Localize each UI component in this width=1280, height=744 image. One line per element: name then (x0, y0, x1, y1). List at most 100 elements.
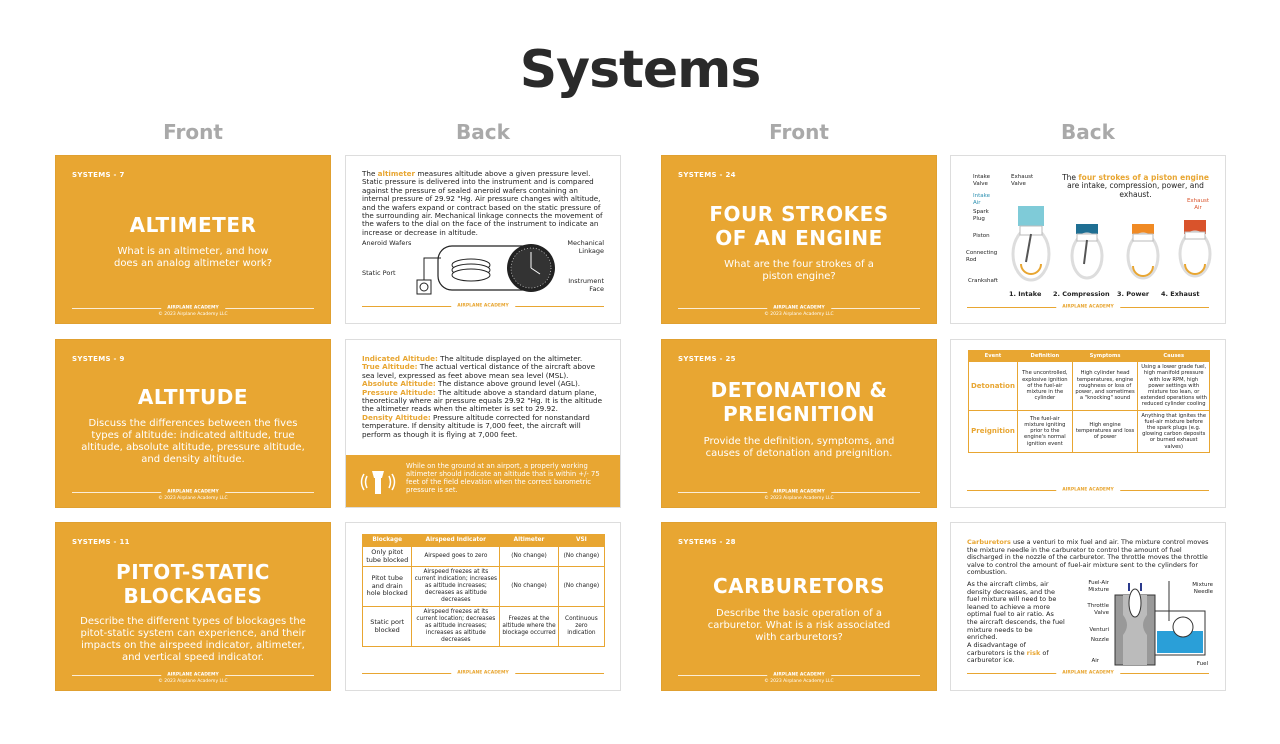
footer-rule: AIRPLANE ACADEMY (967, 670, 1209, 676)
footer-rule: AIRPLANE ACADEMY (362, 670, 604, 676)
column-header-front: Front (163, 120, 223, 144)
label-throttle-valve: Throttle Valve (1087, 603, 1109, 616)
footer-rule: AIRPLANE ACADEMY (967, 487, 1209, 493)
label-fuel-air-mixture: Fuel-Air Mixture (1088, 580, 1109, 593)
control-tower-icon (360, 471, 396, 494)
brand-logo: AIRPLANE ACADEMY (767, 672, 831, 678)
label-fuel: Fuel (1196, 661, 1208, 667)
label-exhaust-valve: Exhaust Valve (1011, 174, 1034, 187)
def: The altitude above a standard datum plan… (362, 387, 603, 414)
cylinder-exhaust (1178, 220, 1212, 278)
flashcard-front-four-strokes[interactable]: SYSTEMS - 24 FOUR STROKES OF AN ENGINE W… (661, 155, 937, 324)
table-cell: Static port blocked (361, 606, 413, 647)
table-cell: Detonation (968, 361, 1018, 411)
label-connecting-rod: Connecting Rod (966, 250, 998, 263)
definition-pressure: Pressure Altitude: The altitude above a … (362, 387, 606, 414)
footer-rule: AIRPLANE ACADEMY (362, 303, 604, 309)
card-answer: The altimeter measures altitude above a … (362, 169, 606, 237)
table-cell: The uncontrolled, explosive ignition of … (1016, 361, 1073, 411)
column-header: Symptoms (1071, 349, 1139, 363)
card-title-line: OF AN ENGINE (715, 226, 883, 250)
table-cell: High engine temperatures and loss of pow… (1071, 409, 1139, 453)
label-air: Air (1091, 658, 1099, 664)
column-header: Blockage (361, 534, 413, 547)
term: Absolute Altitude: (362, 379, 436, 389)
footer-rule: AIRPLANE ACADEMY (967, 304, 1209, 310)
brand-logo: AIRPLANE ACADEMY (451, 303, 515, 309)
brand-logo: AIRPLANE ACADEMY (451, 670, 515, 676)
table-cell: Airspeed freezes at its current location… (411, 606, 501, 647)
column-header: Altimeter (499, 534, 559, 547)
label-crankshaft: Crankshaft (968, 278, 998, 284)
flashcard-back-altitude[interactable]: Indicated Altitude: The altitude display… (345, 339, 621, 508)
flashcard-front-detonation[interactable]: SYSTEMS - 25 DETONATION & PREIGNITION Pr… (661, 339, 937, 508)
column-header-back: Back (1061, 120, 1115, 144)
card-title-line: DETONATION & (710, 378, 888, 402)
flashcard-front-altitude[interactable]: SYSTEMS - 9 ALTITUDE Discuss the differe… (55, 339, 331, 508)
card-question: Describe the basic operation of a carbur… (707, 608, 891, 643)
footer-rule: AIRPLANE ACADEMY (678, 305, 920, 311)
card-question: What are the four strokes of a piston en… (724, 259, 874, 282)
definition-true: True Altitude: The actual vertical dista… (362, 363, 606, 380)
def: The distance above ground level (AGL). (435, 379, 581, 389)
copyright: © 2023 Airplane Academy LLC (764, 496, 834, 501)
brand-logo: AIRPLANE ACADEMY (161, 305, 225, 311)
card-title-line: PITOT-STATIC (116, 560, 270, 584)
label-intake-valve: Intake Valve (973, 174, 991, 187)
definition-density: Density Altitude: Pressure altitude corr… (362, 413, 606, 439)
card-tag: SYSTEMS - 7 (72, 171, 125, 179)
footer-rule: AIRPLANE ACADEMY (678, 672, 920, 678)
stroke-label: 1. Intake (1009, 290, 1042, 298)
term: Pressure Altitude: (362, 387, 436, 397)
text: use a venturi to mix fuel and air. The m… (967, 538, 1209, 577)
column-header: VSI (557, 534, 606, 547)
flashcard-front-altimeter[interactable]: SYSTEMS - 7 ALTIMETER What is an altimet… (55, 155, 331, 324)
card-title: ALTIMETER (129, 213, 257, 237)
table-cell: Airspeed goes to zero (411, 546, 501, 567)
flashcard-back-four-strokes[interactable]: The four strokes of a piston engine are … (950, 155, 1226, 324)
label-venturi: Venturi (1089, 627, 1109, 633)
card-question: Discuss the differences between the five… (81, 418, 305, 465)
table-cell: Freezes at the altitude where the blocka… (499, 606, 559, 647)
highlight: altimeter (377, 169, 416, 178)
label-mechanical-linkage: Mechanical Linkage (567, 239, 604, 255)
copyright: © 2023 Airplane Academy LLC (764, 312, 834, 317)
copyright: © 2023 Airplane Academy LLC (158, 496, 228, 501)
altimeter-diagram (416, 244, 555, 295)
stroke-label: 3. Power (1117, 290, 1150, 298)
brand-logo: AIRPLANE ACADEMY (1056, 670, 1120, 676)
card-tag: SYSTEMS - 28 (678, 538, 736, 546)
label-aneroid-wafers: Aneroid Wafers (362, 239, 412, 247)
table-cell: Using a lower grade fuel, high manifold … (1137, 361, 1210, 411)
card-tag: SYSTEMS - 25 (678, 355, 736, 363)
table-cell: Continuous zero indication (557, 606, 606, 647)
copyright: © 2023 Airplane Academy LLC (158, 679, 228, 684)
card-title-line: FOUR STROKES (709, 202, 889, 226)
altitude-definitions: Indicated Altitude: The altitude display… (362, 354, 606, 439)
piston-engine-diagram (1011, 206, 1212, 282)
table-cell: Only pitot tube blocked (361, 546, 413, 567)
flashcard-front-pitot-static[interactable]: SYSTEMS - 11 PITOT-STATIC BLOCKAGES Desc… (55, 522, 331, 691)
flashcard-front-carburetors[interactable]: SYSTEMS - 28 CARBURETORS Describe the ba… (661, 522, 937, 691)
label-nozzle: Nozzle (1090, 637, 1109, 643)
cylinder-compression (1070, 224, 1104, 280)
definition-absolute: Absolute Altitude: The distance above gr… (362, 380, 606, 388)
flashcard-back-carburetors[interactable]: Carburetors use a venturi to mix fuel an… (950, 522, 1226, 691)
card-question: Provide the definition, symptoms, and ca… (703, 436, 895, 459)
copyright: © 2023 Airplane Academy LLC (764, 679, 834, 684)
flashcard-back-altimeter[interactable]: The altimeter measures altitude above a … (345, 155, 621, 324)
card-question: Describe the different types of blockage… (80, 616, 306, 663)
text: are intake, compression, power, and exha… (1067, 181, 1204, 199)
text: A disadvantage of carburetors is the (967, 641, 1027, 657)
card-tag: SYSTEMS - 11 (72, 538, 130, 546)
def: The altitude displayed on the altimeter. (437, 354, 583, 363)
text: of carburetor ice. (967, 648, 1049, 665)
